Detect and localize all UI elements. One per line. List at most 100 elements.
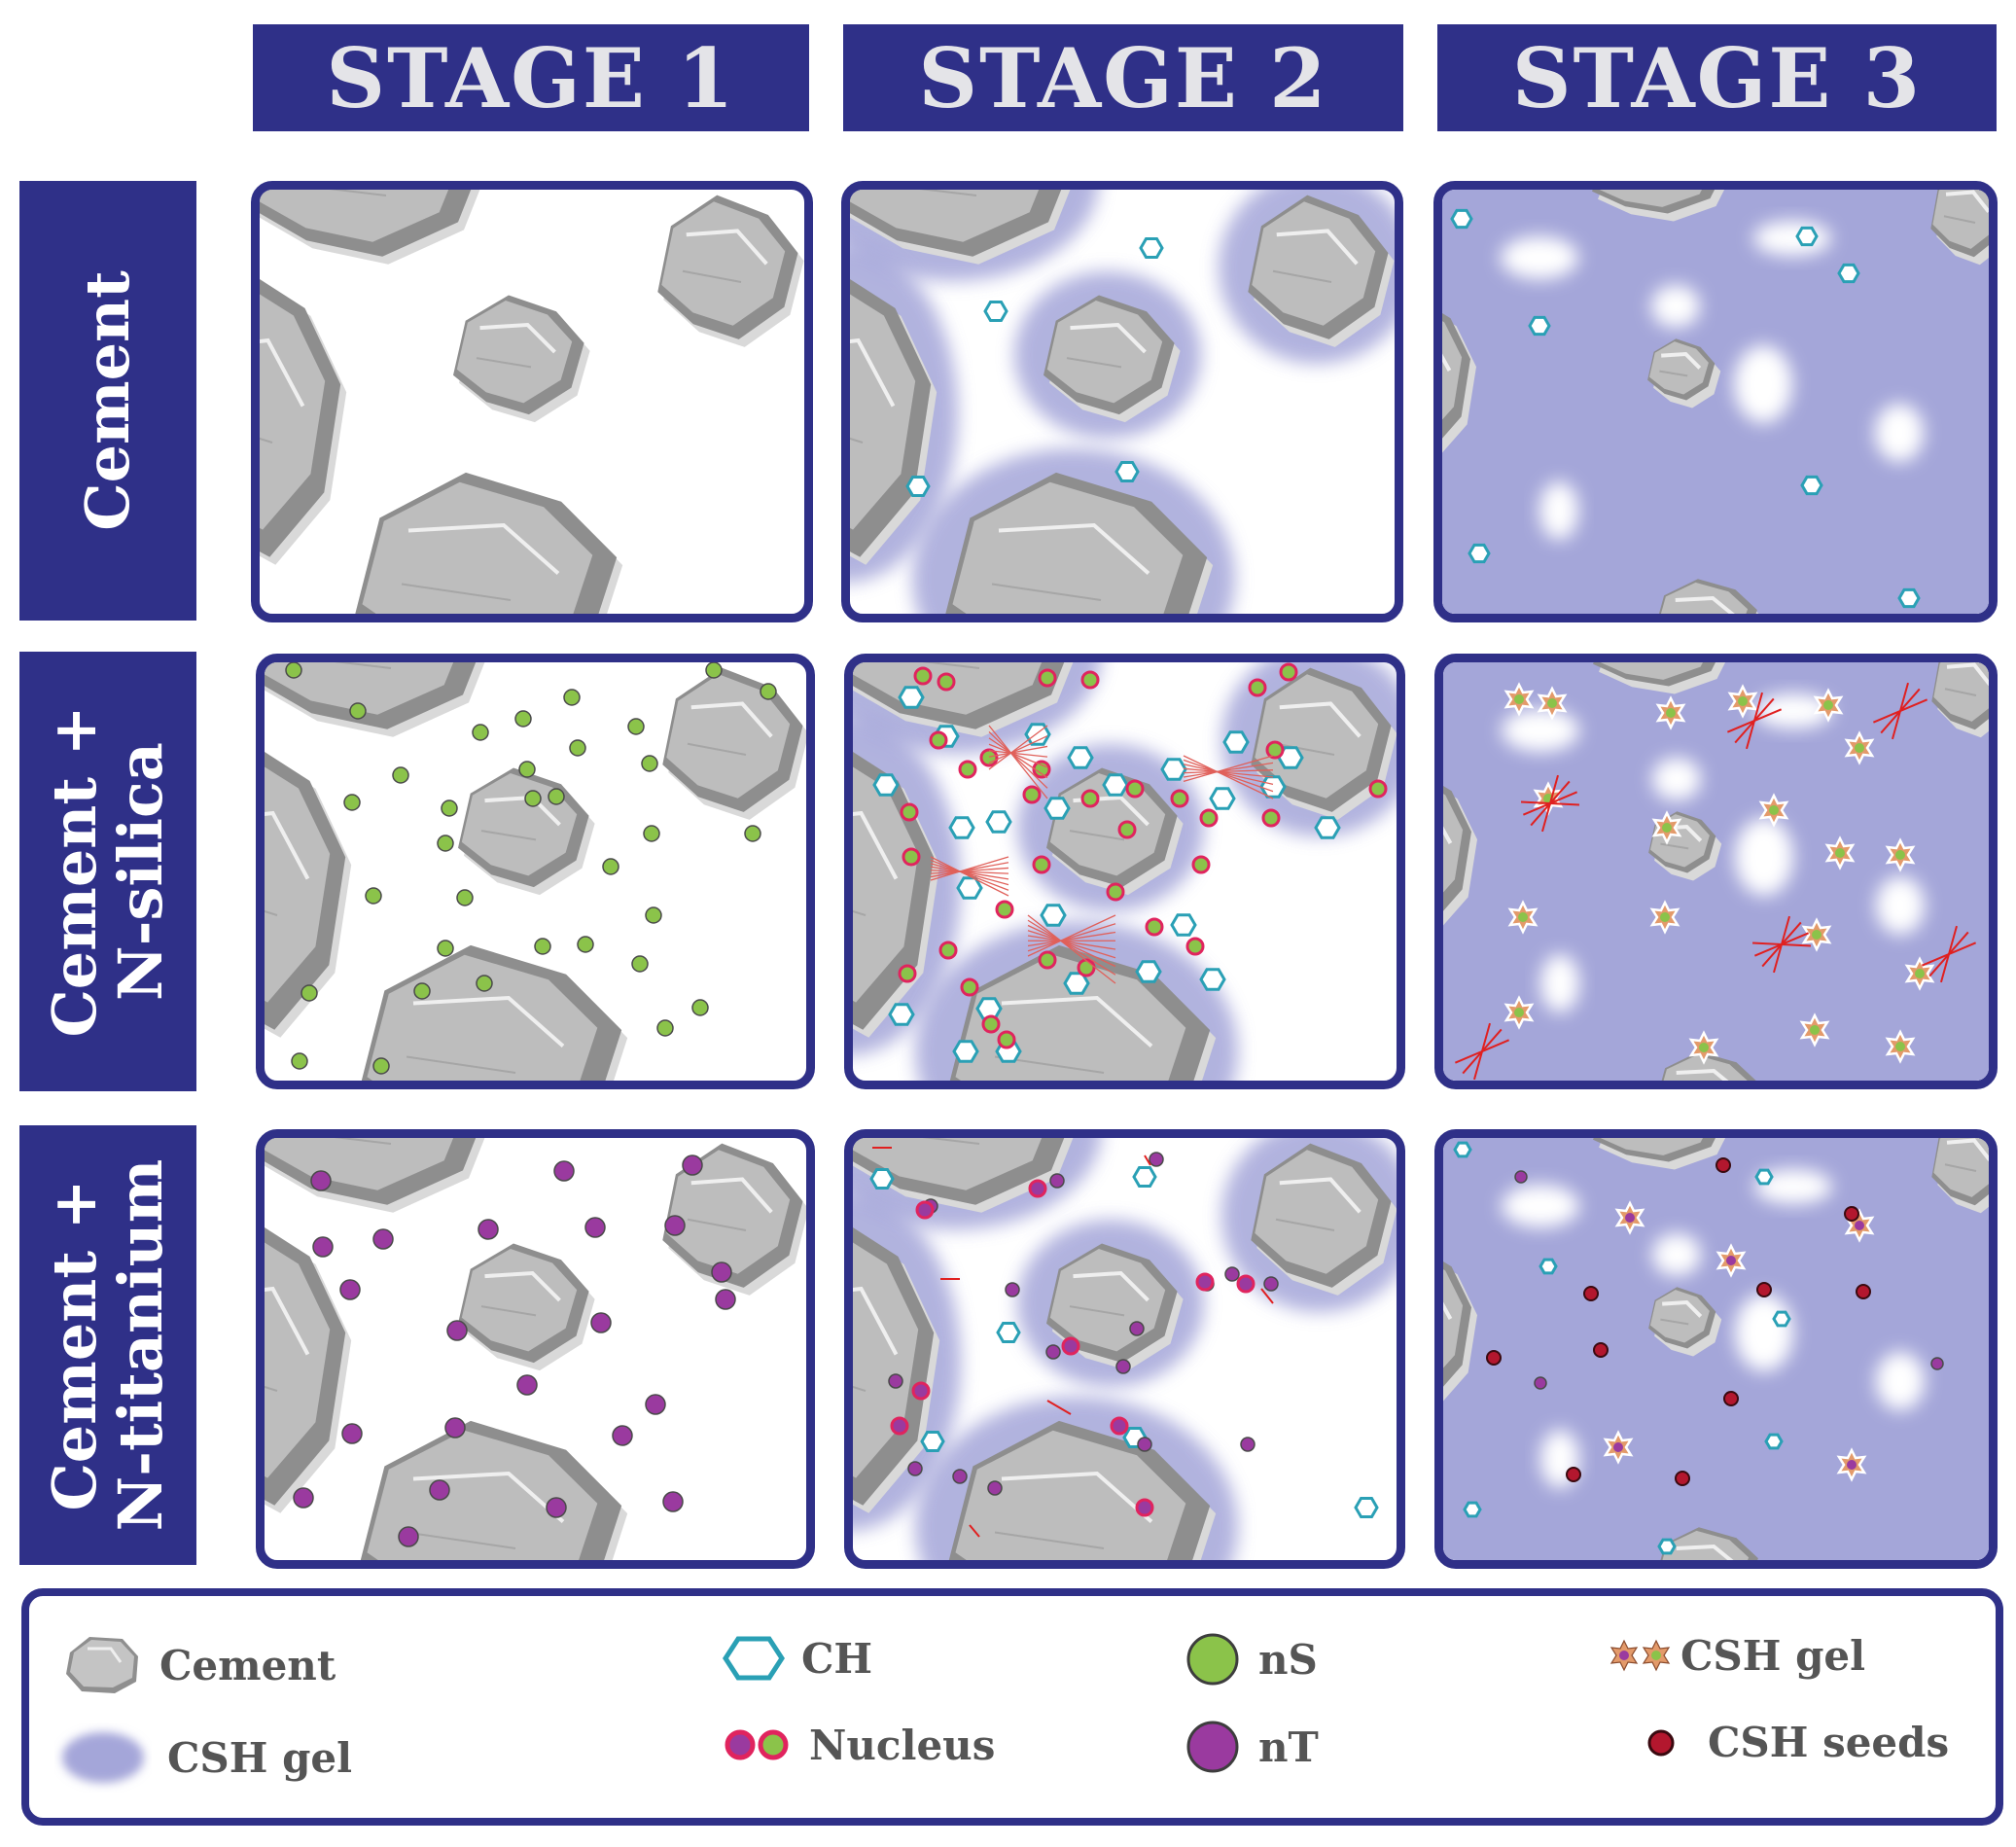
cement-particle: [853, 751, 940, 1038]
nano-titanium: [907, 1461, 923, 1476]
nano-titanium: [1930, 1357, 1944, 1370]
csh-gel-star: [1758, 793, 1789, 828]
nano-titanium: [1129, 1321, 1145, 1336]
cement-particle: [1442, 312, 1476, 453]
cement-particle: [355, 472, 623, 614]
nano-titanium: [339, 1279, 361, 1300]
pore: [1876, 1352, 1925, 1410]
cement-particle: [260, 278, 347, 565]
nano-silica: [285, 662, 302, 679]
nano-silica: [705, 662, 723, 679]
nano-titanium: [1005, 1282, 1020, 1297]
nano-titanium: [888, 1373, 903, 1389]
nucleus: [898, 964, 917, 983]
nano-titanium: [1514, 1170, 1528, 1184]
csh-needle: [930, 866, 1009, 880]
nucleus: [1236, 1274, 1256, 1294]
nucleus: [911, 1381, 931, 1401]
nano-titanium: [553, 1160, 575, 1182]
cement-particle: [265, 1226, 352, 1513]
nucleus: [1032, 855, 1051, 874]
nucleus: [1106, 882, 1125, 902]
nano-silica: [569, 739, 586, 757]
panel-silica-stage-3: [1434, 654, 1998, 1089]
cement-particle: [1647, 338, 1721, 408]
legend-item-csh-seeds: CSH seeds: [1644, 1719, 1949, 1766]
panel-scene: [853, 662, 1397, 1081]
csh-seed: [1844, 1206, 1859, 1222]
legend-item-ch: CH: [722, 1631, 872, 1686]
nucleus: [1145, 917, 1164, 937]
nucleus: [981, 1014, 1001, 1034]
nano-titanium: [1149, 1152, 1164, 1167]
nano-silica: [476, 975, 493, 992]
ch-crystal: [1043, 797, 1071, 820]
nano-titanium: [293, 1487, 314, 1509]
csh-needle: [1183, 762, 1274, 778]
cement-particle: [1931, 662, 1989, 738]
nucleus: [1032, 760, 1051, 779]
nucleus: [1080, 789, 1100, 808]
pore: [1502, 709, 1579, 752]
nucleus: [1170, 789, 1189, 808]
nano-silica: [524, 790, 542, 807]
legend-label: Cement: [159, 1641, 336, 1689]
pore: [1540, 954, 1579, 1012]
csh-needle: [969, 1524, 980, 1538]
nano-silica: [301, 984, 318, 1002]
legend-item-csh-gel: CSH gel: [1607, 1631, 1865, 1680]
ch-crystal: [1040, 904, 1067, 927]
pore: [1753, 221, 1831, 256]
panel-titanium-stage-1: [256, 1129, 815, 1569]
cement-particle: [1443, 1261, 1477, 1402]
csh-needle: [1027, 924, 1116, 968]
csh-needle: [988, 750, 1048, 758]
csh-needle: [930, 862, 1009, 878]
ch-crystal: [1160, 758, 1187, 781]
ch-crystal: [1450, 208, 1473, 230]
cement-particle: [948, 1420, 1217, 1560]
nucleus: [902, 847, 921, 867]
csh-needle: [1183, 764, 1274, 785]
nucleus: [900, 802, 919, 822]
cement-particle: [265, 751, 352, 1038]
nano-titanium: [1137, 1437, 1152, 1452]
pore: [1754, 693, 1832, 728]
ch-crystal: [983, 301, 1008, 322]
cement-particle: [1043, 295, 1181, 423]
ch-crystal: [1135, 960, 1162, 983]
nucleus: [1195, 1272, 1215, 1292]
csh-needle: [930, 856, 1009, 881]
csh-needle: [1183, 769, 1274, 774]
cement-particle: [1931, 1138, 1989, 1214]
nucleus: [937, 672, 956, 692]
csh-gel-star: [1688, 1030, 1719, 1065]
nano-titanium: [1224, 1266, 1240, 1282]
panel-cement-stage-1: [251, 181, 813, 622]
csh-gel-star: [1813, 688, 1844, 723]
csh-gel-region-icon: [62, 1732, 144, 1783]
csh-needle: [930, 870, 1009, 874]
pore: [1652, 1233, 1701, 1276]
csh-gel-star: [1727, 684, 1758, 719]
nano-titanium: [1534, 1376, 1547, 1390]
nucleus: [1028, 1179, 1047, 1198]
csh-seed: [1756, 1282, 1772, 1297]
ch-crystal: [1259, 775, 1287, 799]
ch-crystal: [1754, 1168, 1774, 1186]
nano-silica: [343, 794, 361, 811]
nano-silica: [760, 683, 777, 700]
nano-silica: [631, 955, 649, 973]
ch-crystal: [920, 1431, 945, 1452]
pore: [1501, 236, 1578, 279]
nucleus: [938, 941, 958, 960]
nucleus: [1135, 1498, 1154, 1517]
csh-gel-star: [1715, 1243, 1747, 1278]
cement-icon: [66, 1637, 138, 1693]
row-label-line: N-silica: [105, 742, 176, 1001]
csh-seed: [1856, 1284, 1871, 1299]
csh-needle: [988, 743, 1048, 768]
panel-scene: [260, 190, 804, 614]
csh-needle: [1027, 931, 1116, 947]
cement-particle: [853, 662, 1074, 737]
